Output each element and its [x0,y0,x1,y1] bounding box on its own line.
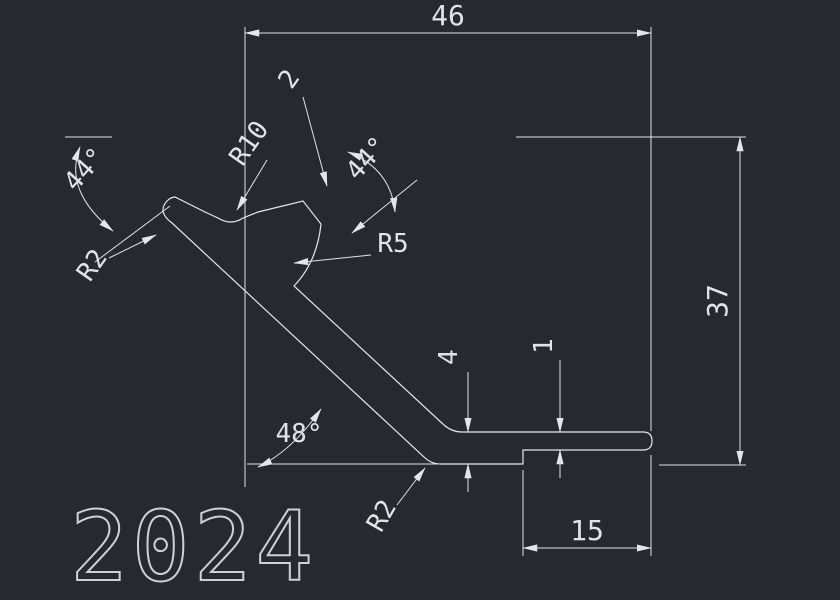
dim-corner-radius[interactable]: R2 [361,467,426,537]
angle-arc [257,408,322,468]
profile-outline[interactable] [162,196,653,465]
leader-line [236,159,268,211]
stamp-text: 2024 [70,491,317,600]
dim-overall-height[interactable]: 37 [516,136,746,466]
radius-r2-tip-label: R2 [71,244,114,287]
reference-line [94,205,171,263]
dim-lip-thickness[interactable]: 1 [529,338,564,478]
profile-path[interactable] [162,196,653,465]
dim-1-label: 1 [529,338,559,354]
dim-overall-width[interactable]: 46 [244,0,652,487]
dim-4-label: 4 [434,349,464,365]
leader-line [302,96,328,187]
angle-arc [71,146,114,232]
dim-37-label: 37 [701,284,734,318]
dim-valley-radius[interactable]: R10 [224,116,276,211]
leader-line [396,467,426,506]
dim-2-label: 2 [273,64,307,94]
angle-arc [347,151,398,213]
dim-wall-thickness[interactable]: 4 [434,349,472,492]
angle-48-label: 48° [276,419,323,449]
leader-line [108,234,157,259]
leader-line [293,254,372,266]
radius-r5-label: R5 [377,229,408,259]
reference-line [351,179,418,234]
angle-44-right-label: 44° [340,131,394,186]
dim-bend-angle[interactable]: 48° [247,408,438,468]
angle-44-left-label: 44° [58,142,112,197]
dim-tip-radius[interactable]: R2 [71,234,157,287]
dim-tip-angle[interactable]: 44° [58,136,171,263]
dim-web-radius[interactable]: R5 [293,229,409,266]
dim-end-width[interactable]: 2 [273,64,328,187]
radius-r2-corner-label: R2 [361,495,403,537]
dim-lip-length[interactable]: 15 [522,455,652,556]
dim-head-angle[interactable]: 44° [340,131,418,234]
dim-46-label: 46 [431,0,465,32]
radius-r10-label: R10 [224,116,276,172]
dim-15-label: 15 [570,514,604,547]
